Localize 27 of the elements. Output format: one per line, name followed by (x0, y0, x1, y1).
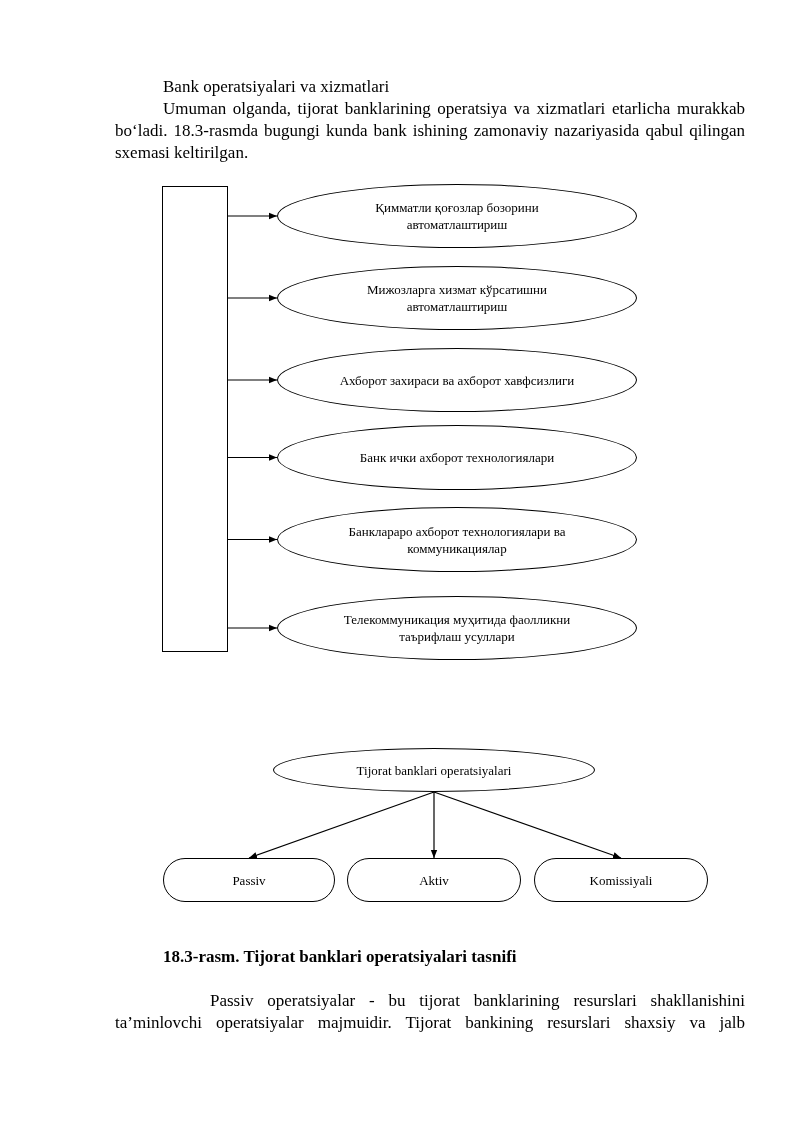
node-label: Мижозларга хизмат кўрсатишни автоматлаштириш (365, 281, 549, 315)
node-label: Телекоммуникация муҳитида фаолликни таърифлаш усуллари (342, 611, 572, 645)
arrow (430, 791, 438, 859)
node-label: Aktiv (419, 871, 449, 889)
node-label: Қимматли қоғозлар бозорини автоматлаштириш (374, 199, 540, 233)
arrow (248, 791, 435, 859)
paragraph: Passiv operatsiyalar - bu tijorat banklarining resurslari shakllanishini ta’minlovchi operatsiyalar majmuidir. Tijorat bankining resurslari shaxsiy va jalb (115, 990, 745, 1034)
rounded-node (163, 858, 335, 902)
arrow (227, 212, 278, 220)
process-box (162, 186, 228, 652)
heading: Bank operatsiyalari va xizmatlari (163, 76, 390, 98)
node-label: Komissiyali (589, 871, 653, 889)
paragraph: Umuman olganda, tijorat banklarining operatsiya va xizmatlari etarlicha murakkab bo‘ladi. 18.3-rasmda bugungi kunda bank ishining zamonaviy nazariyasida qabul qilingan sxemasi keltirilgan. (115, 98, 745, 164)
arrow (227, 454, 278, 461)
arrow (227, 536, 278, 543)
arrow (433, 791, 622, 859)
arrow (227, 376, 278, 384)
rounded-node (534, 858, 708, 902)
node-label: Банклараро ахборот технологиялари ва коммуникациялар (347, 522, 567, 557)
figure-caption: 18.3-rasm. Tijorat banklari operatsiyalari tasnifi (163, 946, 517, 968)
node-label: Passiv (232, 871, 266, 889)
node-label: Tijorat banklari operatsiyalari (356, 761, 512, 779)
node-label: Ахборот захираси ва ахборот хавфсизлиги (339, 371, 575, 389)
node-label: Банк ички ахборот технологиялари (359, 449, 555, 466)
rounded-node (347, 858, 521, 902)
arrow (227, 624, 278, 632)
arrow (227, 294, 278, 302)
